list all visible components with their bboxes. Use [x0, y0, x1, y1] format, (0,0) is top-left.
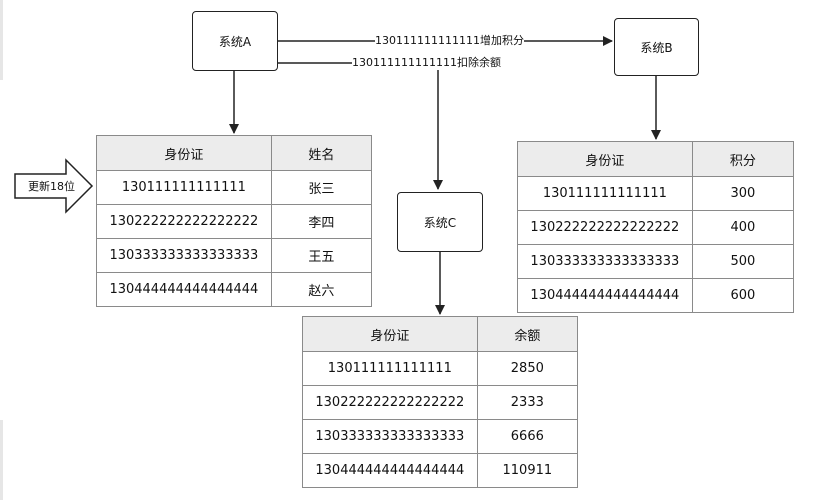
edge-label-add-points: 130111111111111增加积分 — [375, 34, 524, 48]
column-header: 身份证 — [302, 316, 478, 352]
table-cell: 600 — [691, 278, 795, 313]
table-system-c: 身份证 余额 130111111111111 2850 130222222222… — [302, 316, 579, 488]
system-a-node: 系统A — [192, 11, 278, 71]
table-cell: 130444444444444444 — [517, 278, 693, 313]
table-header-row: 身份证 积分 — [517, 141, 795, 177]
table-row: 130444444444444444 600 — [517, 278, 795, 313]
table-cell: 130444444444444444 — [302, 453, 478, 488]
table-cell: 130222222222222222 — [96, 204, 272, 239]
update-arrow-shape — [14, 158, 94, 214]
table-cell: 张三 — [270, 170, 373, 205]
edge-label-deduct-balance: 130111111111111扣除余额 — [352, 56, 501, 70]
table-cell: 2850 — [476, 351, 579, 386]
table-cell: 130333333333333333 — [96, 238, 272, 273]
table-cell: 130111111111111 — [96, 170, 272, 205]
table-row: 130222222222222222 2333 — [302, 385, 579, 420]
column-header: 余额 — [476, 316, 579, 352]
system-b-node: 系统B — [614, 18, 699, 76]
table-cell: 赵六 — [270, 272, 373, 307]
table-header-row: 身份证 姓名 — [96, 135, 373, 171]
table-row: 130222222222222222 400 — [517, 210, 795, 245]
table-cell: 2333 — [476, 385, 579, 420]
column-header: 身份证 — [517, 141, 693, 177]
table-row: 130444444444444444 赵六 — [96, 272, 373, 307]
table-row: 130333333333333333 王五 — [96, 238, 373, 273]
table-cell: 130333333333333333 — [517, 244, 693, 279]
table-row: 130333333333333333 500 — [517, 244, 795, 279]
column-header: 身份证 — [96, 135, 272, 171]
table-row: 130111111111111 2850 — [302, 351, 579, 386]
system-c-label: 系统C — [423, 215, 457, 230]
table-cell: 130111111111111 — [517, 176, 693, 211]
table-cell: 130111111111111 — [302, 351, 478, 386]
left-edge-stripe-bottom — [0, 420, 3, 500]
system-a-label: 系统A — [218, 34, 252, 49]
table-row: 130222222222222222 李四 — [96, 204, 373, 239]
update-arrow-label: 更新18位 — [28, 180, 75, 193]
table-cell: 500 — [691, 244, 795, 279]
system-b-label: 系统B — [640, 40, 673, 55]
left-edge-stripe-top — [0, 0, 3, 80]
table-row: 130111111111111 300 — [517, 176, 795, 211]
table-row: 130333333333333333 6666 — [302, 419, 579, 454]
table-cell: 130222222222222222 — [302, 385, 478, 420]
table-cell: 400 — [691, 210, 795, 245]
table-system-b: 身份证 积分 130111111111111 300 1302222222222… — [517, 141, 795, 313]
table-cell: 130222222222222222 — [517, 210, 693, 245]
table-row: 130111111111111 张三 — [96, 170, 373, 205]
table-row: 130444444444444444 110911 — [302, 453, 579, 488]
table-system-a: 身份证 姓名 130111111111111 张三 13022222222222… — [96, 135, 373, 307]
table-cell: 6666 — [476, 419, 579, 454]
table-cell: 110911 — [476, 453, 579, 488]
column-header: 积分 — [691, 141, 795, 177]
table-cell: 130333333333333333 — [302, 419, 478, 454]
table-cell: 王五 — [270, 238, 373, 273]
table-cell: 李四 — [270, 204, 373, 239]
column-header: 姓名 — [270, 135, 373, 171]
table-cell: 300 — [691, 176, 795, 211]
table-header-row: 身份证 余额 — [302, 316, 579, 352]
table-cell: 130444444444444444 — [96, 272, 272, 307]
system-c-node: 系统C — [397, 192, 483, 252]
